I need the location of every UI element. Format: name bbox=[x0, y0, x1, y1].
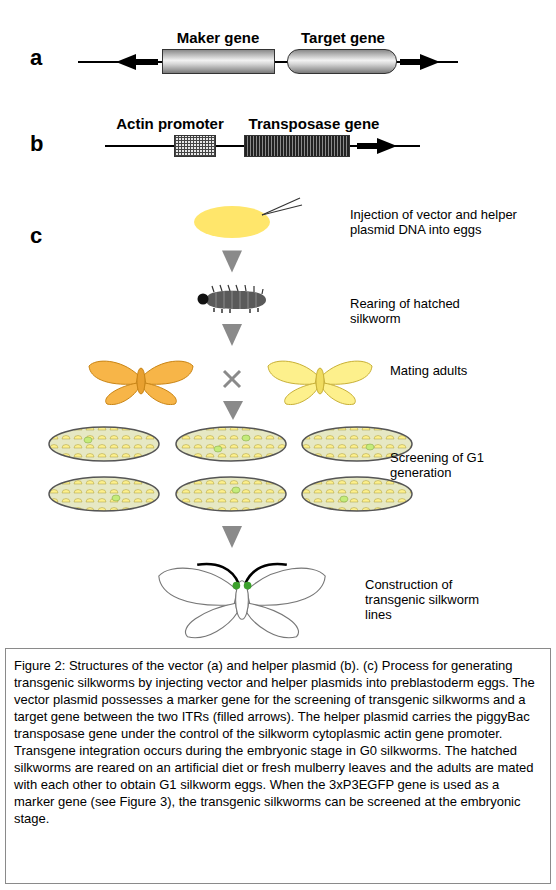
step-description: Screening of G1 generation bbox=[390, 450, 520, 480]
promoter-box: Actin promoter bbox=[174, 135, 216, 157]
flow-arrow bbox=[222, 526, 242, 548]
moth-illustration bbox=[268, 361, 372, 404]
fluorescent-egg bbox=[214, 446, 222, 452]
process-step: Mating adults bbox=[86, 357, 380, 397]
itr-arrow bbox=[116, 54, 158, 70]
process-step: Screening of G1 generation bbox=[48, 424, 416, 514]
gfp-eye bbox=[244, 582, 252, 590]
fluorescent-egg bbox=[340, 496, 348, 502]
petri-dish bbox=[176, 477, 286, 511]
transgenic-moth bbox=[159, 564, 325, 638]
fluorescent-egg bbox=[112, 495, 120, 501]
moth-wings bbox=[159, 568, 325, 638]
fluorescent-eggs bbox=[84, 435, 374, 502]
panel-label: c bbox=[30, 224, 42, 248]
petri-dish bbox=[302, 477, 412, 511]
fluorescent-egg bbox=[366, 444, 374, 450]
gene-box: Transposase gene bbox=[244, 135, 350, 157]
step-description: Mating adults bbox=[390, 363, 530, 378]
gfp-eye bbox=[233, 582, 241, 590]
process-step: Injection of vector and helper plasmid D… bbox=[192, 204, 272, 240]
fluorescent-egg bbox=[84, 437, 92, 443]
gene-label: Transposase gene bbox=[249, 115, 380, 133]
moth-body bbox=[316, 368, 324, 394]
gene-box: Target gene bbox=[287, 49, 397, 74]
step-description: Construction of transgenic silkworm line… bbox=[365, 577, 500, 622]
petri-dish bbox=[176, 427, 286, 461]
silkworm-segments bbox=[216, 291, 256, 309]
panel-label: a bbox=[30, 46, 42, 70]
moth-wing bbox=[89, 361, 138, 404]
figure-caption: Figure 2: Structures of the vector (a) a… bbox=[5, 648, 551, 884]
cross-stroke bbox=[224, 371, 240, 387]
step-description: Injection of vector and helper plasmid D… bbox=[350, 207, 530, 237]
fluorescent-egg bbox=[242, 435, 250, 441]
itr-arrow bbox=[357, 138, 397, 154]
moth-wing bbox=[247, 568, 325, 638]
silkworm-legs bbox=[214, 308, 258, 313]
moth-wing bbox=[159, 568, 237, 638]
gene-label: Maker gene bbox=[177, 29, 260, 47]
flow-arrow bbox=[222, 324, 242, 346]
flow-arrow bbox=[223, 401, 243, 420]
silkworm-head bbox=[198, 294, 209, 305]
petri-dishes bbox=[49, 427, 412, 511]
flow-arrow bbox=[222, 251, 242, 273]
egg-illustration bbox=[194, 206, 270, 238]
itr-arrow bbox=[400, 54, 440, 70]
fluorescent-egg bbox=[232, 487, 240, 493]
moth-body bbox=[137, 368, 145, 394]
cross-stroke bbox=[224, 371, 240, 387]
injection-needle bbox=[262, 205, 302, 215]
moth-wing bbox=[268, 361, 317, 404]
moth-wing bbox=[323, 361, 372, 404]
silkworm-body bbox=[206, 291, 266, 309]
petri-dish bbox=[49, 427, 159, 461]
step-description: Rearing of hatched silkworm bbox=[350, 296, 480, 326]
petri-dish bbox=[49, 477, 159, 511]
moth-wing bbox=[144, 361, 193, 404]
process-step: Rearing of hatched silkworm bbox=[196, 283, 268, 313]
moth-illustration bbox=[89, 361, 193, 404]
cross-symbol bbox=[224, 371, 240, 387]
gene-label: Target gene bbox=[301, 29, 385, 47]
panel-label: b bbox=[30, 132, 43, 156]
silkworm-illustration bbox=[198, 285, 267, 313]
silkworm-spines bbox=[212, 285, 263, 294]
process-step: Construction of transgenic silkworm line… bbox=[152, 560, 312, 644]
gene-box: Maker gene bbox=[162, 49, 275, 74]
gene-label: Actin promoter bbox=[116, 115, 224, 133]
